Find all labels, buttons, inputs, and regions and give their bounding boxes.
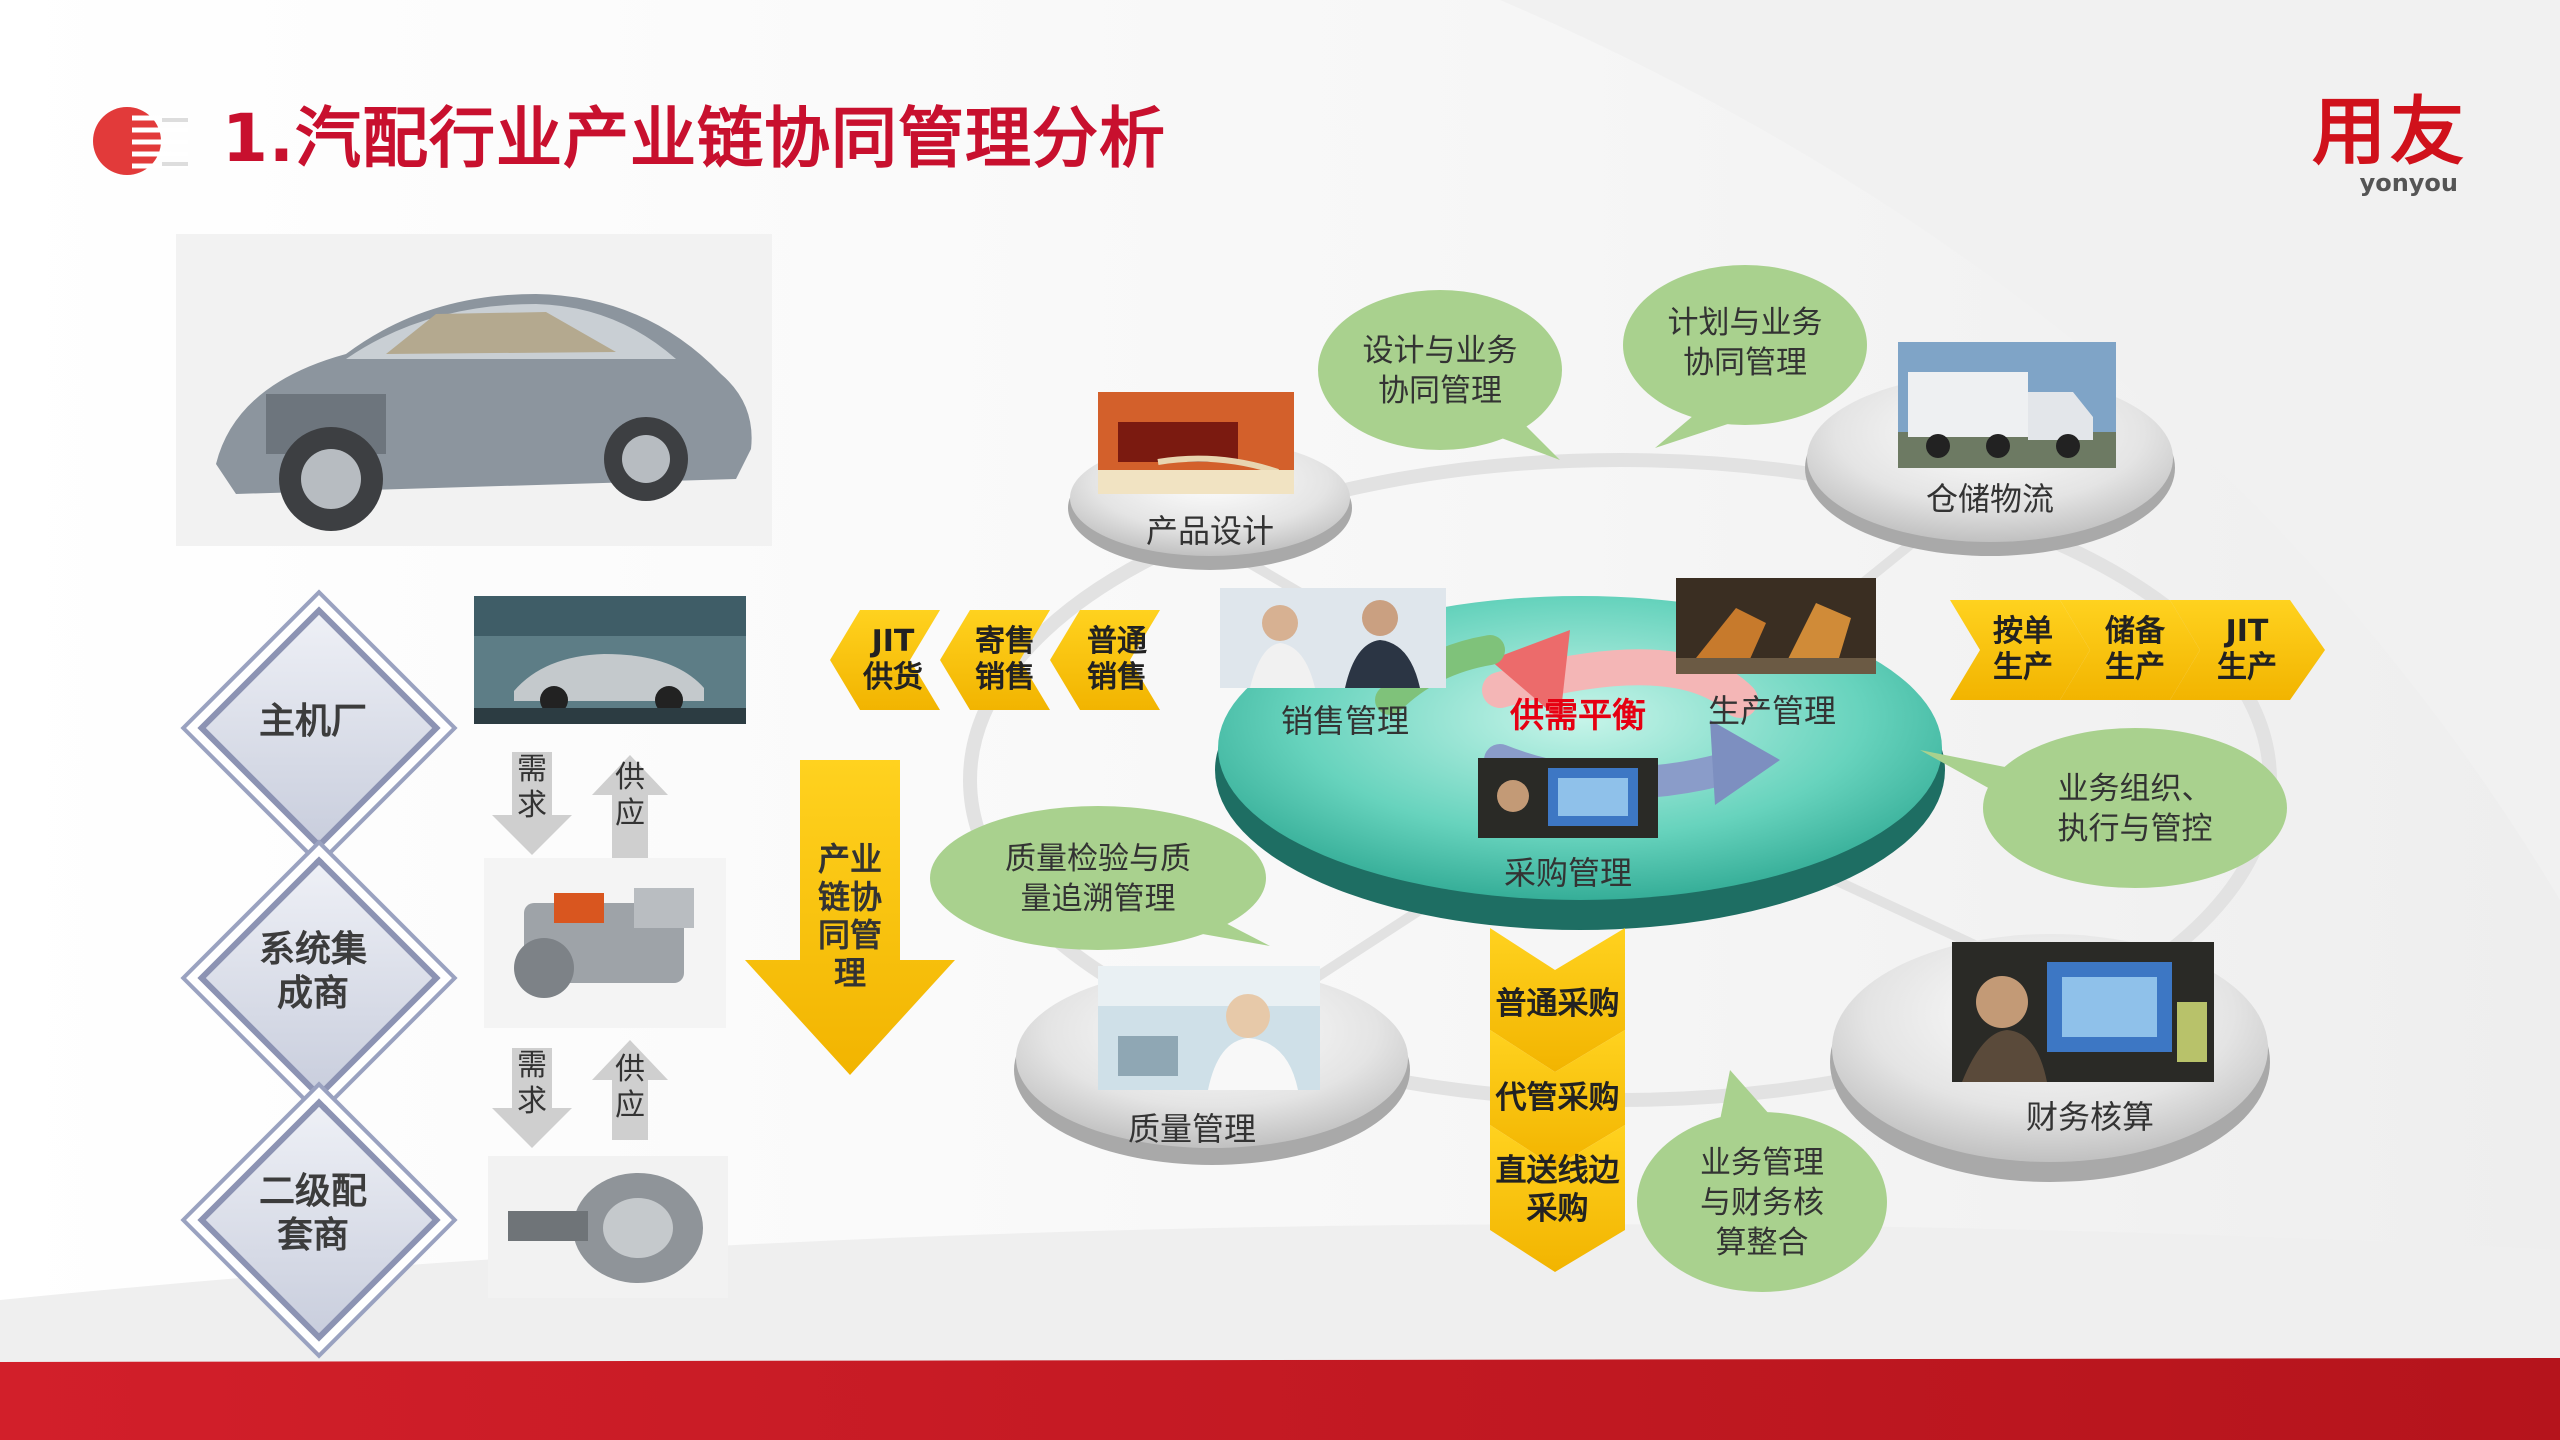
bubble-design-shape [1318, 290, 1562, 460]
supply-label-2: 供应 [615, 1052, 645, 1123]
bubble-plan-shape [1623, 265, 1867, 448]
tier-oem: 主机厂 [193, 602, 441, 850]
bubble-design-collab: 设计与业务协同管理 [1362, 333, 1518, 409]
tier-oem-label: 主机厂 [258, 701, 367, 742]
chevron-make-to-order: 按单生产 [1993, 614, 2053, 685]
bubble-quality-trace: 质量检验与质量追溯管理 [1005, 841, 1191, 917]
assembly-line-image [474, 596, 746, 724]
product-design-label: 产品设计 [1145, 512, 1274, 550]
chevron-consignment-sales: 寄售销售 [975, 624, 1035, 695]
supply-label-1: 供应 [615, 760, 645, 831]
tier-system-integrator: 系统集成商 [193, 852, 441, 1100]
purchase-computer-image [1478, 758, 1658, 838]
tier-si-line1: 系统集 [258, 929, 367, 970]
product-design-image [1098, 392, 1294, 494]
tier-ss-line1: 二级配 [258, 1171, 367, 1212]
quality-management-label: 质量管理 [1127, 1110, 1256, 1148]
chevron-managed-purchase: 代管采购 [1495, 1080, 1620, 1116]
industry-chain-arrow [745, 760, 955, 1075]
chevron-normal-sales: 普通销售 [1087, 624, 1147, 695]
production-management-label: 生产管理 [1707, 692, 1836, 730]
demand-label-1: 需求 [517, 752, 547, 823]
tier-secondary-supplier: 二级配套商 [193, 1094, 441, 1342]
bubble-plan-collab: 计划与业务协同管理 [1667, 305, 1823, 381]
demand-label-2: 需求 [517, 1048, 547, 1119]
chevron-make-to-stock: 储备生产 [2105, 614, 2165, 685]
supply-demand-balance-label: 供需平衡 [1510, 696, 1646, 736]
bubble-bizfin-shape [1637, 1070, 1887, 1292]
gearbox-image [488, 1156, 728, 1298]
page-title: 1.汽配行业产业链协同管理分析 [222, 100, 1166, 177]
tier-si-line2: 成商 [276, 973, 349, 1014]
car-cutaway-image [176, 234, 772, 546]
production-robots-image [1676, 578, 1876, 674]
sales-meeting-image [1220, 588, 1446, 688]
purchase-management-label: 采购管理 [1503, 854, 1632, 892]
bubble-org-exec: 业务组织、执行与管控 [2057, 771, 2213, 847]
bubble-biz-fin: 业务管理与财务核算整合 [1700, 1145, 1824, 1261]
engine-module-image [484, 858, 726, 1028]
brand-name: 用友 [2312, 89, 2468, 175]
bubble-org-shape [1920, 728, 2287, 888]
lab-quality-image [1098, 966, 1320, 1090]
warehouse-logistics-label: 仓储物流 [1925, 480, 2054, 518]
chevron-normal-purchase: 普通采购 [1495, 986, 1620, 1022]
brand-sub: yonyou [2359, 169, 2458, 197]
tier-ss-line2: 套商 [276, 1215, 349, 1256]
sales-management-label: 销售管理 [1280, 702, 1409, 740]
chevron-line-side-purchase: 直送线边采购 [1495, 1153, 1620, 1227]
industry-chain-label: 产业链协同管理 [817, 840, 882, 992]
title-logo-icon [93, 107, 188, 175]
bubble-quality-shape [930, 806, 1270, 950]
truck-image [1898, 342, 2116, 468]
brand-logo: 用友 yonyou [2312, 89, 2468, 197]
finance-accounting-label: 财务核算 [2025, 1098, 2154, 1136]
finance-computer-image [1952, 942, 2214, 1082]
